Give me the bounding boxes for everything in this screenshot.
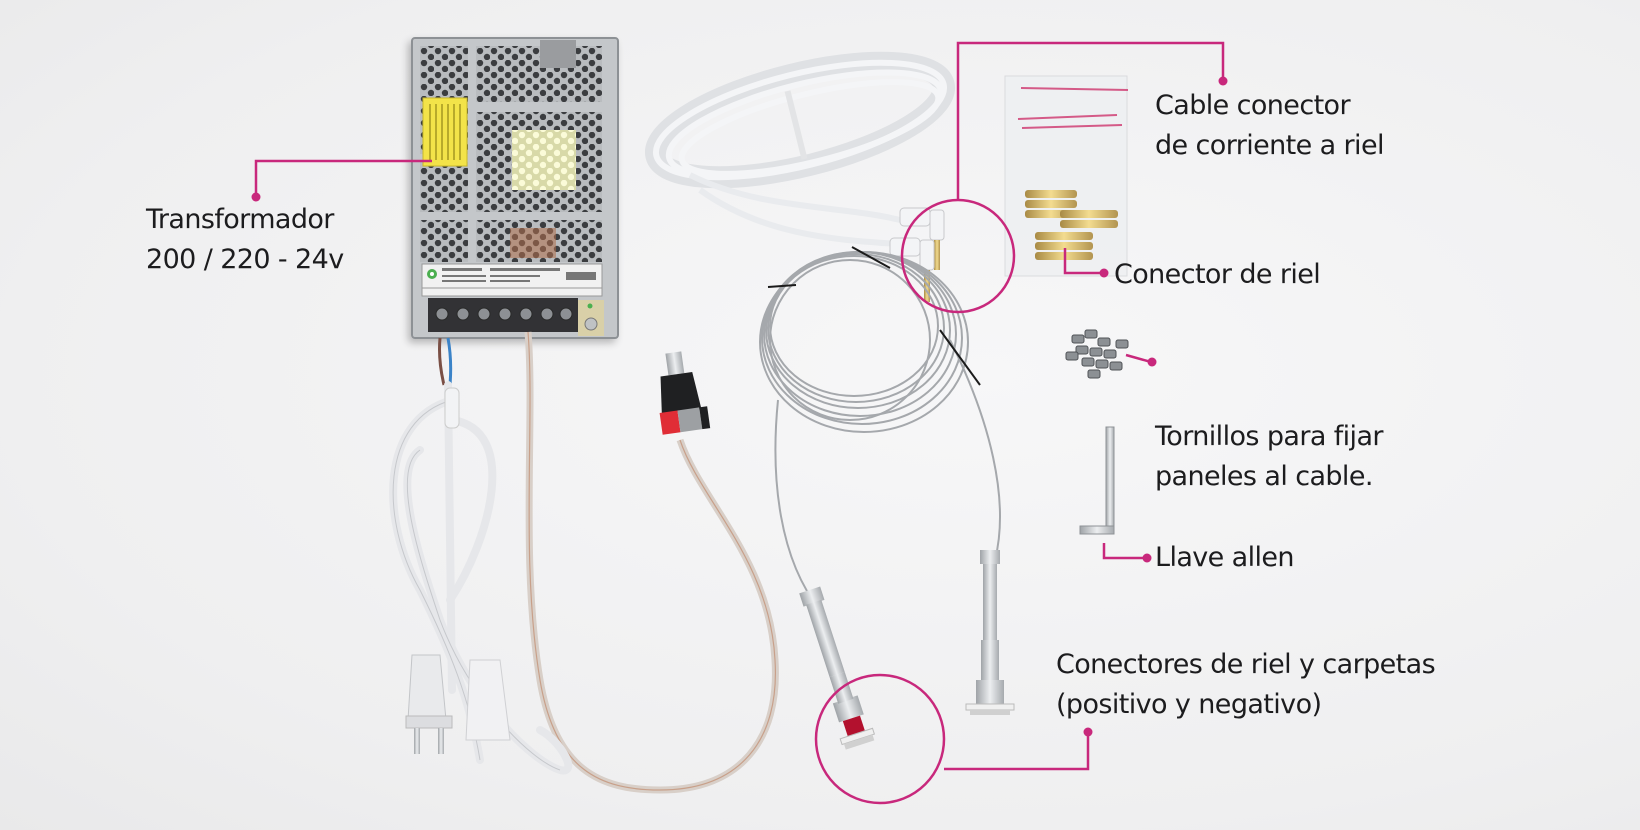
label-rail-clamps-line2: (positivo y negativo): [1056, 689, 1322, 720]
label-rail-clamps-line1: Conectores de riel y carpetas: [1056, 649, 1436, 680]
dot-allen-key: [1142, 553, 1152, 563]
dot-screws: [1147, 357, 1157, 367]
callout-leaders: [254, 41, 1225, 805]
label-rail-connector-line1: Conector de riel: [1114, 259, 1321, 290]
label-allen-key: Llave allen: [1155, 538, 1295, 578]
leader-power-cable: [956, 41, 1225, 200]
label-transformer-line1: Transformador: [146, 204, 334, 235]
label-rail-clamps: Conectores de riel y carpetas (positivo …: [1056, 645, 1436, 725]
highlight-circle-clamp: [814, 673, 946, 805]
label-screws: Tornillos para fijar paneles al cable.: [1155, 417, 1384, 497]
label-transformer-line2: 200 / 220 - 24v: [146, 244, 344, 275]
highlight-circle-plugs: [900, 198, 1016, 314]
label-power-cable-line1: Cable conector: [1155, 90, 1351, 121]
leader-rail-clamps: [944, 734, 1090, 771]
set-screws: [1065, 329, 1129, 379]
steel-suspension-cable: [759, 251, 1001, 611]
callout-dots: [251, 76, 1228, 737]
dot-transformer: [251, 192, 261, 202]
power-to-rail-cable: [644, 51, 956, 248]
leader-screws: [1125, 353, 1152, 364]
dot-power-cable: [1218, 76, 1228, 86]
allen-key: [1079, 426, 1115, 535]
euro-plug: [405, 654, 511, 754]
dc-barrel-connector: [659, 351, 711, 435]
label-screws-line1: Tornillos para fijar: [1155, 421, 1384, 452]
leader-transformer: [254, 159, 432, 196]
label-transformer: Transformador 200 / 220 - 24v: [146, 200, 344, 280]
leader-rail-connector: [1063, 248, 1103, 275]
label-allen-key-line1: Llave allen: [1155, 542, 1295, 573]
dot-rail-clamps: [1083, 727, 1093, 737]
power-supply-transformer: [411, 37, 619, 339]
rail-connectors-bag: [1004, 75, 1129, 277]
rail-clamp-right: [965, 550, 1015, 715]
leader-allen-key: [1102, 543, 1146, 560]
label-rail-connector: Conector de riel: [1114, 255, 1321, 295]
rail-clamp-left: [799, 586, 876, 750]
label-power-cable-line2: de corriente a riel: [1155, 130, 1384, 161]
label-power-cable: Cable conector de corriente a riel: [1155, 86, 1384, 166]
label-screws-line2: paneles al cable.: [1155, 461, 1373, 492]
dot-rail-connector: [1099, 268, 1109, 278]
